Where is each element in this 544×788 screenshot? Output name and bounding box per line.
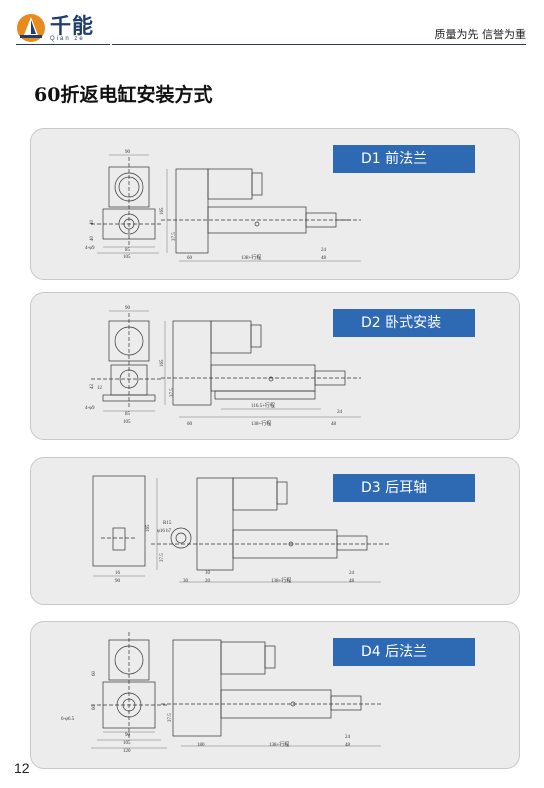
d1-dim-h: 37.5 bbox=[172, 232, 177, 241]
d4-dim-h: 180 bbox=[197, 743, 205, 748]
d4-dim-f: 120 bbox=[123, 749, 131, 754]
d3-dim-f: 90 bbox=[115, 579, 121, 584]
page-number: 12 bbox=[14, 760, 30, 776]
d2-dim-d: 12 bbox=[97, 386, 103, 391]
d3-dim-a: 165 bbox=[146, 524, 151, 532]
header-divider bbox=[112, 44, 526, 45]
d2-dim-g: 4-φ9 bbox=[85, 406, 95, 411]
d3-badge: D3 后耳轴 bbox=[333, 474, 475, 502]
mount-card-d2: 90 165 42 12 85 105 4-φ9 37.5 60 116.5+行… bbox=[30, 292, 520, 440]
d4-dim-e: 105 bbox=[123, 741, 131, 746]
d2-dim-a: 90 bbox=[125, 306, 131, 311]
d4-dim-k: 48 bbox=[345, 743, 351, 748]
d1-dim-k: 24 bbox=[321, 248, 327, 253]
mount-card-d1: 90 165 40 40 85 105 4-φ9 37.5 60 138+行程 … bbox=[30, 128, 520, 280]
d1-dim-g: 4-φ9 bbox=[85, 246, 95, 251]
d3-dim-h: 20 bbox=[205, 579, 211, 584]
d3-dim-d: 37.5 bbox=[160, 553, 165, 562]
d2-badge: D2 卧式安装 bbox=[333, 309, 475, 337]
d2-dim-h: 37.5 bbox=[170, 388, 175, 397]
d1-technical-drawing: 90 165 40 40 85 105 4-φ9 37.5 60 138+行程 … bbox=[85, 150, 361, 262]
d3-dim-c: φ16 h7 bbox=[157, 529, 172, 534]
d3-dim-g: 30 bbox=[183, 579, 189, 584]
d2-technical-drawing: 90 165 42 12 85 105 4-φ9 37.5 60 116.5+行… bbox=[85, 306, 361, 427]
header-slogan: 质量为先 信誉为重 bbox=[434, 28, 527, 41]
page-header: 千能 Qian ze 质量为先 信誉为重 bbox=[0, 0, 544, 50]
d1-dim-i: 60 bbox=[187, 256, 193, 261]
d1-dim-l: 48 bbox=[321, 256, 327, 261]
d4-dim-d: 90 bbox=[125, 733, 131, 738]
d2-dim-c: 42 bbox=[90, 384, 95, 390]
d1-dim-b: 165 bbox=[160, 207, 165, 215]
mount-card-d3: 165 R15 φ16 h7 37.5 16 90 30 20 10 138+行… bbox=[30, 457, 520, 605]
logo-subtext: Qian ze bbox=[50, 36, 85, 42]
d4-badge: D4 后法兰 bbox=[333, 638, 475, 666]
d2-dim-e: 85 bbox=[125, 412, 131, 417]
page-title: 60折返电缸安装方式 bbox=[34, 84, 213, 106]
d3-dim-k: 24 bbox=[349, 571, 355, 576]
d2-dim-i: 60 bbox=[187, 422, 193, 427]
d4-dim-c: 6-φ6.5 bbox=[61, 717, 75, 722]
d2-dim-b: 165 bbox=[160, 359, 165, 367]
d1-dim-d: 40 bbox=[90, 236, 95, 242]
d1-dim-f: 105 bbox=[123, 255, 131, 260]
d2-dim-j: 116.5+行程 bbox=[251, 402, 275, 409]
d4-dim-i: 138+行程 bbox=[269, 741, 289, 748]
d4-technical-drawing: 60 60 6-φ6.5 90 105 120 37.5 180 138+行程 … bbox=[61, 632, 381, 754]
sail-logo-icon bbox=[17, 14, 45, 42]
d4-dim-b: 60 bbox=[92, 705, 97, 711]
d3-dim-e: 16 bbox=[115, 571, 121, 576]
logo-text: 千能 bbox=[50, 13, 94, 38]
d2-dim-l: 48 bbox=[331, 422, 337, 427]
mount-card-d4: 60 60 6-φ6.5 90 105 120 37.5 180 138+行程 … bbox=[30, 621, 520, 769]
header-divider-left bbox=[16, 44, 110, 45]
d3-technical-drawing: 165 R15 φ16 h7 37.5 16 90 30 20 10 138+行… bbox=[92, 475, 391, 584]
d1-dim-e: 85 bbox=[125, 248, 131, 253]
d1-dim-c: 40 bbox=[90, 220, 95, 226]
d1-dim-a: 90 bbox=[125, 150, 131, 155]
d4-dim-a: 60 bbox=[92, 671, 97, 677]
d2-dim-k: 138+行程 bbox=[251, 420, 271, 427]
d3-dim-b: R15 bbox=[163, 521, 172, 526]
d3-dim-j: 138+行程 bbox=[271, 577, 291, 584]
d3-dim-i: 10 bbox=[205, 571, 211, 576]
d4-dim-j: 24 bbox=[345, 735, 351, 740]
d2-dim-f: 105 bbox=[123, 420, 131, 425]
d2-dim-m: 24 bbox=[337, 410, 343, 415]
d1-badge: D1 前法兰 bbox=[333, 145, 475, 173]
d3-dim-l: 48 bbox=[349, 579, 355, 584]
d1-dim-j: 138+行程 bbox=[241, 254, 261, 261]
d4-dim-g: 37.5 bbox=[168, 713, 173, 722]
